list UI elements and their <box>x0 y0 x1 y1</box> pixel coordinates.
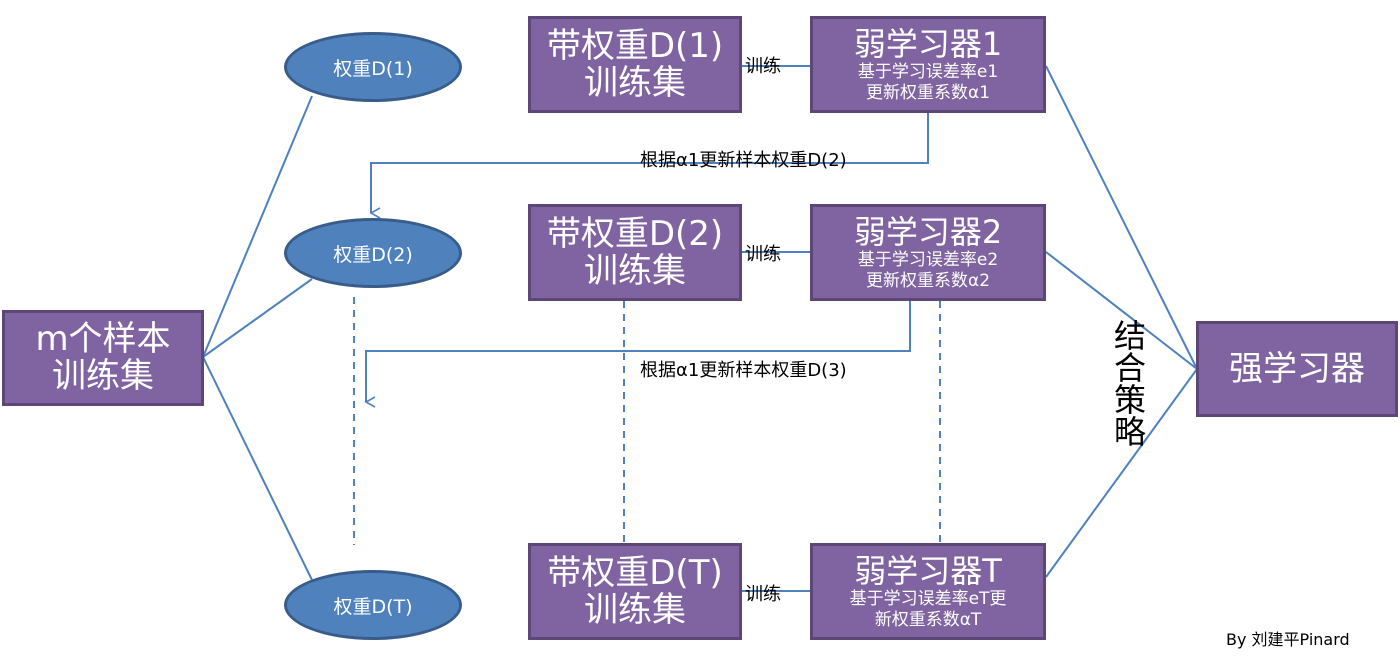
weak-learner-1-title: 弱学习器1 <box>853 24 1003 63</box>
update-arrow-2 <box>364 301 911 408</box>
train-set-2-line2: 训练集 <box>584 250 686 291</box>
combine-char-3: 策 <box>1113 381 1146 419</box>
update-label-1: 根据α1更新样本权重D(2) <box>640 150 847 171</box>
train-set-2-line1: 带权重D(2) <box>546 213 724 254</box>
sample-set-line1: m个样本 <box>35 319 171 359</box>
update-label-2: 根据α1更新样本权重D(3) <box>640 360 847 381</box>
sample-set-line2: 训练集 <box>52 356 154 396</box>
weak-learner-2-box: 弱学习器2 基于学习误差率e2 更新权重系数α2 <box>810 204 1046 301</box>
combine-char-2: 合 <box>1113 349 1146 387</box>
combine-char-1: 结 <box>1113 317 1146 355</box>
weak-learner-T-sub2: 新权重系数αT <box>874 609 982 630</box>
train-set-T-line2: 训练集 <box>584 589 686 630</box>
combine-strategy-label: 结 合 策 略 <box>1110 320 1150 448</box>
train-set-T-box: 带权重D(T) 训练集 <box>528 543 742 640</box>
combine-char-4: 略 <box>1113 413 1146 451</box>
credit-text: By 刘建平Pinard <box>1226 630 1350 649</box>
train-set-1-box: 带权重D(1) 训练集 <box>528 16 742 113</box>
weight-d1-label: 权重D(1) <box>333 57 413 80</box>
weight-d1-ellipse: 权重D(1) <box>284 32 462 102</box>
weak-learner-2-sub2: 更新权重系数α2 <box>865 270 991 291</box>
train-set-1-line1: 带权重D(1) <box>546 25 724 66</box>
strong-learner-box: 强学习器 <box>1196 321 1398 417</box>
train-set-2-box: 带权重D(2) 训练集 <box>528 204 742 301</box>
weight-dT-label: 权重D(T) <box>333 595 413 618</box>
train-set-1-line2: 训练集 <box>584 62 686 103</box>
weak-learner-2-sub1: 基于学习误差率e2 <box>857 249 999 270</box>
edge-sample-w2 <box>202 278 313 358</box>
train-label-1: 训练 <box>745 56 781 77</box>
weak-learner-1-sub1: 基于学习误差率e1 <box>857 61 999 82</box>
weak-learner-1-sub2: 更新权重系数α1 <box>865 82 991 103</box>
weight-d2-label: 权重D(2) <box>333 243 413 266</box>
weight-d2-ellipse: 权重D(2) <box>284 218 462 288</box>
sample-set-box: m个样本 训练集 <box>2 310 204 406</box>
weak-learner-2-title: 弱学习器2 <box>853 212 1003 251</box>
weak-learner-T-title: 弱学习器T <box>854 551 1002 590</box>
edge-sample-wT <box>202 356 313 581</box>
edge-sample-w1 <box>202 95 313 358</box>
train-label-T: 训练 <box>745 584 781 605</box>
train-label-2: 训练 <box>745 244 781 265</box>
weight-dT-ellipse: 权重D(T) <box>284 570 462 640</box>
weak-learner-1-box: 弱学习器1 基于学习误差率e1 更新权重系数α1 <box>810 16 1046 113</box>
weak-learner-T-box: 弱学习器T 基于学习误差率eT更 新权重系数αT <box>810 543 1046 640</box>
train-set-T-line1: 带权重D(T) <box>547 552 723 593</box>
update-arrow-1 <box>369 113 929 219</box>
strong-learner-label: 强学习器 <box>1229 348 1365 389</box>
weak-learner-T-sub1: 基于学习误差率eT更 <box>849 588 1007 609</box>
